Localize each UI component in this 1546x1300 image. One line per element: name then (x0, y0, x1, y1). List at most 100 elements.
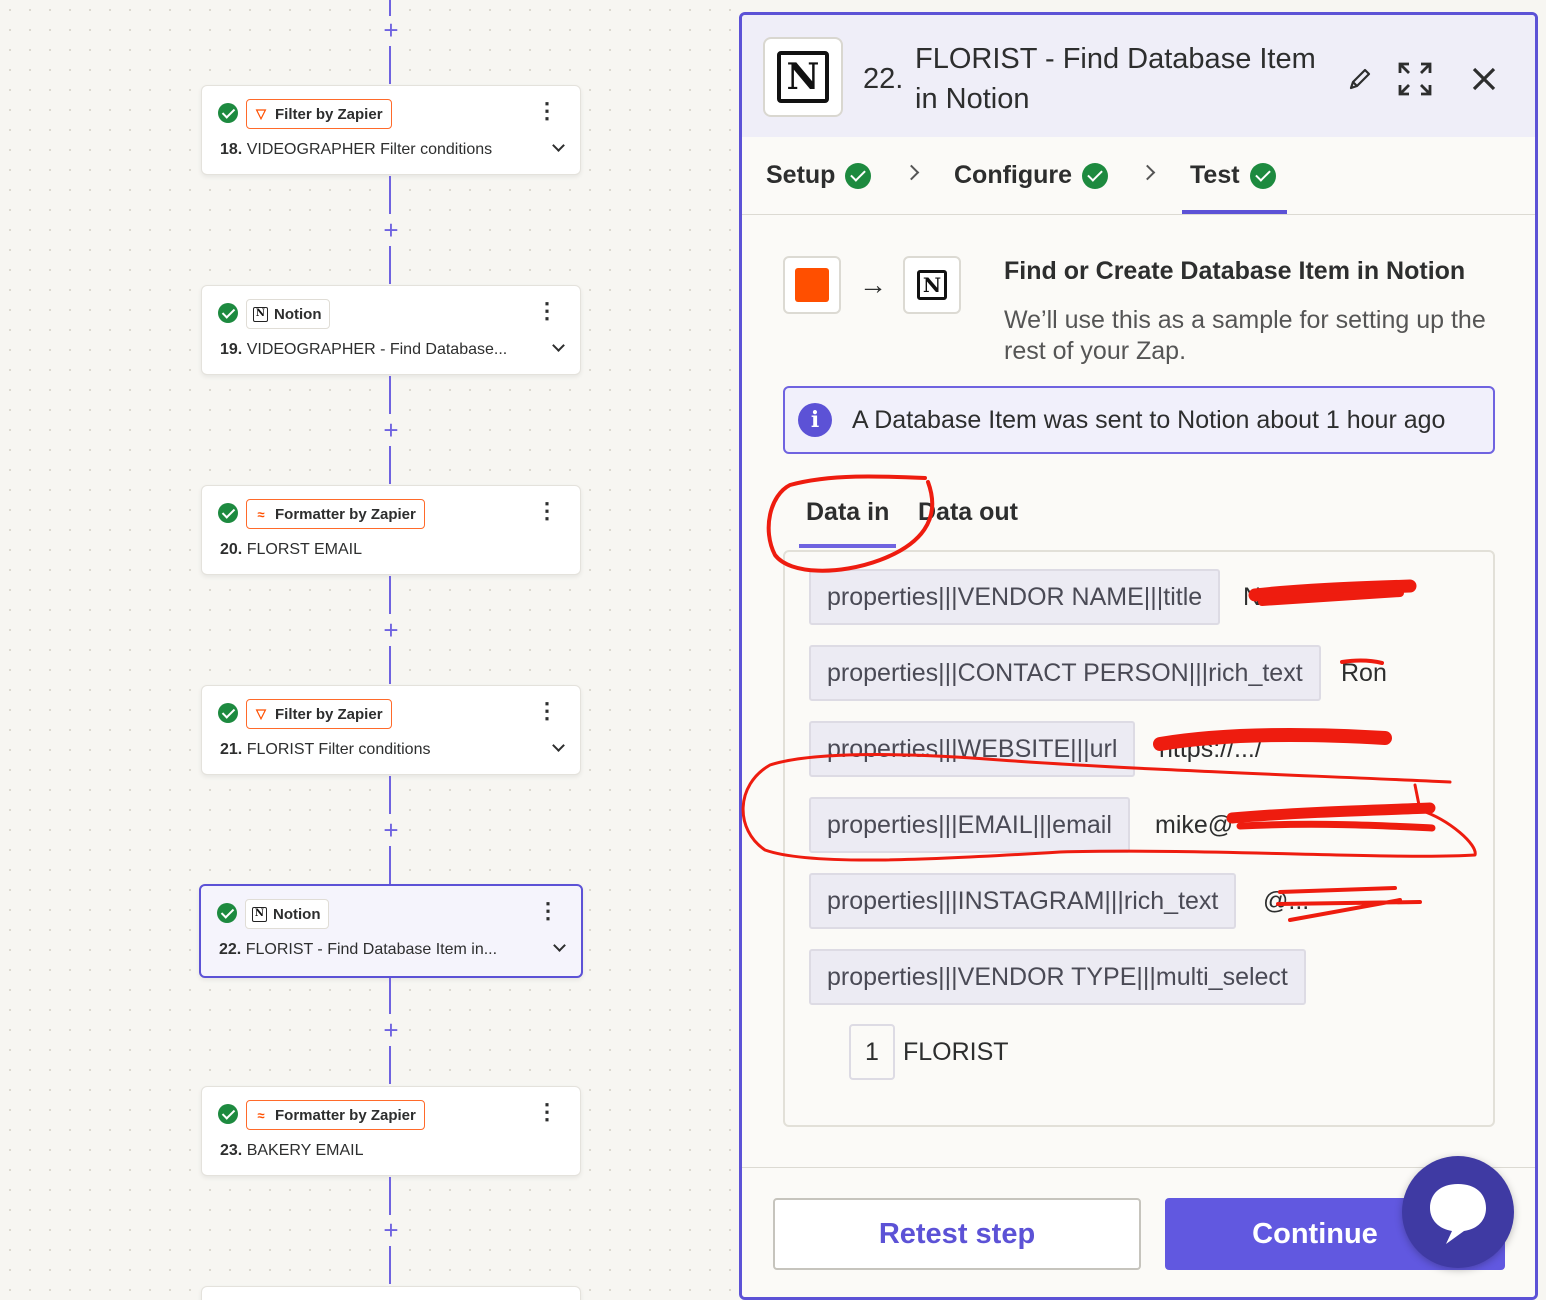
step-title: 22. FLORIST - Find Database Item in... (219, 941, 498, 958)
formatter-icon: ≈ (257, 506, 265, 522)
app-badge: ≈ Formatter by Zapier (246, 499, 425, 529)
add-step-button[interactable]: + (383, 415, 399, 445)
more-menu-button[interactable]: ⋮ (536, 698, 558, 723)
retest-step-button[interactable]: Retest step (773, 1198, 1141, 1270)
chevron-down-icon[interactable] (552, 741, 564, 753)
check-icon (218, 503, 238, 523)
step-card-partial[interactable] (201, 1286, 581, 1300)
workflow-canvas: + ▽ Filter by Zapier ⋮ 18. VIDEOGRAPHER … (0, 0, 740, 1300)
connector-line (389, 446, 391, 484)
tab-label: Test (1190, 161, 1240, 189)
more-menu-button[interactable]: ⋮ (536, 1099, 558, 1124)
rename-button[interactable] (1342, 59, 1378, 99)
sample-description: We’ll use this as a sample for setting u… (1004, 306, 1486, 365)
more-menu-button[interactable]: ⋮ (536, 498, 558, 523)
step-title: 23. BAKERY EMAIL (220, 1142, 364, 1159)
connector-line (389, 376, 391, 414)
step-card-22[interactable]: N Notion ⋮ 22. FLORIST - Find Database I… (199, 884, 583, 978)
connector-line (389, 176, 391, 214)
notion-app-icon: N (763, 37, 843, 117)
arrow-right-icon: → (859, 269, 887, 300)
more-menu-button[interactable]: ⋮ (536, 298, 558, 323)
step-title: 18. VIDEOGRAPHER Filter conditions (220, 141, 493, 158)
close-button[interactable] (1464, 59, 1504, 99)
notion-app-icon: N (903, 256, 961, 314)
add-step-button[interactable]: + (383, 815, 399, 845)
connector-line (389, 1246, 391, 1284)
expand-button[interactable] (1394, 59, 1436, 99)
app-badge-label: Notion (274, 305, 322, 323)
app-badge-label: Filter by Zapier (275, 105, 383, 123)
connector-line (389, 1046, 391, 1084)
filter-icon: ▽ (256, 706, 266, 721)
field-value: Ron (1341, 659, 1387, 687)
field-key: properties|||INSTAGRAM|||rich_text (809, 873, 1237, 929)
chevron-right-icon (1142, 167, 1154, 179)
info-text: A Database Item was sent to Notion about… (852, 405, 1446, 434)
step-card-23[interactable]: ≈ Formatter by Zapier ⋮ 23. BAKERY EMAIL (201, 1086, 581, 1176)
tab-setup[interactable]: Setup (766, 161, 872, 190)
tab-label: Setup (766, 161, 836, 189)
app-badge-label: Filter by Zapier (275, 705, 383, 723)
step-card-21[interactable]: ▽ Filter by Zapier ⋮ 21. FLORIST Filter … (201, 685, 581, 775)
app-badge: N Notion (245, 899, 330, 929)
app-badge-label: Notion (273, 905, 321, 923)
step-card-18[interactable]: ▽ Filter by Zapier ⋮ 18. VIDEOGRAPHER Fi… (201, 85, 581, 175)
app-badge-label: Formatter by Zapier (275, 1106, 416, 1124)
chevron-right-icon (906, 167, 918, 179)
check-icon (218, 103, 238, 123)
check-icon (218, 703, 238, 723)
tab-data-out[interactable]: Data out (918, 498, 1018, 526)
connector-line (389, 978, 391, 1014)
check-icon (845, 162, 872, 189)
step-card-19[interactable]: N Notion ⋮ 19. VIDEOGRAPHER - Find Datab… (201, 285, 581, 375)
tab-data-in[interactable]: Data in (806, 498, 890, 526)
check-icon (1249, 162, 1276, 189)
chevron-down-icon[interactable] (553, 941, 565, 953)
field-value: mike@ (1155, 811, 1234, 839)
check-icon (218, 303, 238, 323)
app-badge: ▽ Filter by Zapier (246, 699, 392, 729)
active-tab-indicator (1182, 210, 1287, 214)
tab-configure[interactable]: Configure (954, 161, 1109, 190)
panel-header: N 22. FLORIST - Find Database Item in No… (742, 15, 1535, 137)
connector-line (389, 776, 391, 814)
tab-test[interactable]: Test (1190, 161, 1276, 190)
field-key: properties|||VENDOR NAME|||title (809, 569, 1221, 625)
step-title: 20. FLORST EMAIL (220, 541, 362, 558)
add-step-button[interactable]: + (383, 1215, 399, 1245)
add-step-button[interactable]: + (383, 1015, 399, 1045)
connector-line (389, 246, 391, 284)
active-tab-indicator (799, 544, 896, 548)
step-detail-panel: N 22. FLORIST - Find Database Item in No… (739, 12, 1538, 1300)
check-icon (218, 1104, 238, 1124)
formatter-icon: ≈ (257, 1107, 265, 1123)
notion-icon: N (252, 906, 267, 922)
field-value: FLORIST (903, 1038, 1009, 1066)
step-card-20[interactable]: ≈ Formatter by Zapier ⋮ 20. FLORST EMAIL (201, 485, 581, 575)
sample-title: Find or Create Database Item in Notion (1004, 257, 1466, 285)
list-index: 1 (849, 1024, 895, 1080)
connector-line (389, 46, 391, 84)
add-step-button[interactable]: + (383, 215, 399, 245)
chat-support-button[interactable] (1402, 1156, 1514, 1268)
field-key: properties|||EMAIL|||email (809, 797, 1130, 853)
pencil-icon (1349, 68, 1371, 90)
add-step-button[interactable]: + (383, 615, 399, 645)
field-key: properties|||VENDOR TYPE|||multi_select (809, 949, 1306, 1005)
more-menu-button[interactable]: ⋮ (536, 98, 558, 123)
check-icon (1082, 162, 1109, 189)
add-step-button[interactable]: + (383, 15, 399, 45)
notion-icon: N (253, 306, 268, 322)
info-icon: i (798, 403, 832, 437)
field-key: properties|||WEBSITE|||url (809, 721, 1136, 777)
chevron-down-icon[interactable] (552, 341, 564, 353)
field-value: @... (1263, 887, 1310, 915)
field-key: properties|||CONTACT PERSON|||rich_text (809, 645, 1321, 701)
connector-line (389, 646, 391, 684)
step-number: 22. (863, 63, 904, 95)
more-menu-button[interactable]: ⋮ (537, 898, 559, 923)
field-value: Nu (1243, 583, 1275, 611)
chevron-down-icon[interactable] (552, 141, 564, 153)
expand-icon (1398, 62, 1432, 96)
